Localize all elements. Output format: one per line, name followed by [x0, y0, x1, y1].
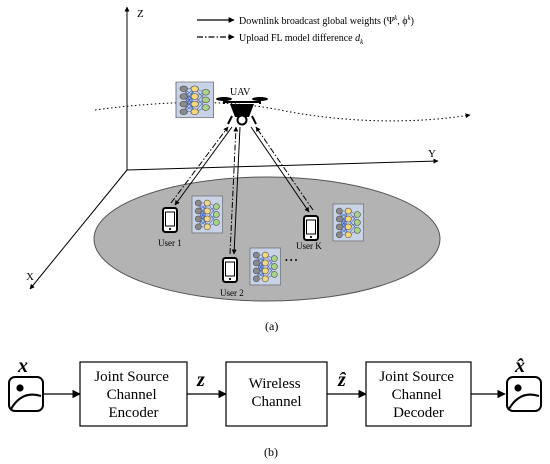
encoder-line-3: Encoder: [109, 405, 159, 421]
legend-downlink-mid: , ϕ: [397, 16, 407, 27]
userk-label: User K: [296, 241, 322, 251]
channel-box: [225, 361, 328, 427]
z-axis-label: Z: [137, 8, 144, 20]
legend-downlink-sup2: k: [408, 14, 412, 22]
legend-upload-text: Upload FL model difference: [239, 33, 355, 44]
encoder-line-2: Channel: [107, 387, 157, 403]
x-axis: [29, 169, 128, 290]
encoder-label: Joint Source Channel Encoder: [94, 369, 172, 421]
uav-label: UAV: [230, 87, 251, 98]
zhat-var: ẑ: [337, 369, 347, 391]
more-users-ellipsis: • • •: [285, 256, 298, 265]
pipeline: x Joint Source Channel Encoder z Wireles…: [8, 355, 542, 427]
userk-model-icon: [332, 203, 364, 242]
links: [170, 126, 314, 255]
legend: Downlink broadcast global weights (Ψk, ϕ…: [197, 14, 414, 46]
output-image-icon: [506, 376, 542, 412]
legend-downlink-end: ): [411, 16, 414, 27]
uav-drone-icon: [216, 97, 268, 126]
input-image-icon: [8, 376, 44, 412]
user2-phone-icon: [222, 257, 238, 283]
channel-line-2: Channel: [252, 394, 302, 410]
decoder-line-2: Channel: [392, 387, 442, 403]
user2-model-icon: [249, 247, 281, 286]
caption-a: (a): [265, 319, 278, 333]
link-userk-upload: [255, 126, 314, 211]
y-axis-label: Y: [428, 148, 436, 160]
legend-downlink-text: Downlink broadcast global weights (Ψ: [239, 16, 395, 27]
input-var: x: [17, 355, 28, 377]
link-user1-upload: [170, 126, 229, 204]
legend-upload: Upload FL model difference dk: [239, 33, 364, 46]
uav-model-icon: [175, 81, 214, 119]
userk-phone-icon: [303, 215, 319, 241]
channel-label: Wireless Channel: [249, 376, 305, 410]
legend-upload-sub: k: [360, 38, 364, 46]
legend-downlink-sup1: k: [394, 14, 398, 22]
link-user1-downlink: [174, 126, 233, 206]
x-axis-label: X: [26, 271, 34, 283]
y-axis: [126, 158, 439, 171]
channel-line-1: Wireless: [249, 376, 301, 392]
link-userk-downlink: [250, 126, 310, 213]
axes: Z Y X: [26, 6, 439, 290]
output-var: x̂: [514, 355, 525, 377]
legend-upload-var: d: [355, 33, 361, 44]
user2-label: User 2: [220, 288, 244, 298]
encoder-box: [79, 361, 188, 427]
decoder-label: Joint Source Channel Decoder: [379, 369, 457, 421]
caption-b: (b): [264, 445, 278, 459]
user1-phone-icon: [162, 207, 178, 233]
legend-downlink: Downlink broadcast global weights (Ψk, ϕ…: [239, 14, 414, 27]
link-user2-upload: [229, 126, 239, 255]
user1-model-icon: [191, 195, 223, 234]
decoder-box: [365, 361, 472, 427]
user1-label: User 1: [158, 238, 182, 248]
z-var: z: [196, 369, 205, 391]
decoder-line-1: Joint Source: [379, 369, 454, 385]
link-user2-downlink: [231, 126, 241, 255]
decoder-line-3: Decoder: [393, 405, 444, 421]
uav-trajectory: [94, 102, 471, 122]
encoder-line-1: Joint Source: [94, 369, 169, 385]
